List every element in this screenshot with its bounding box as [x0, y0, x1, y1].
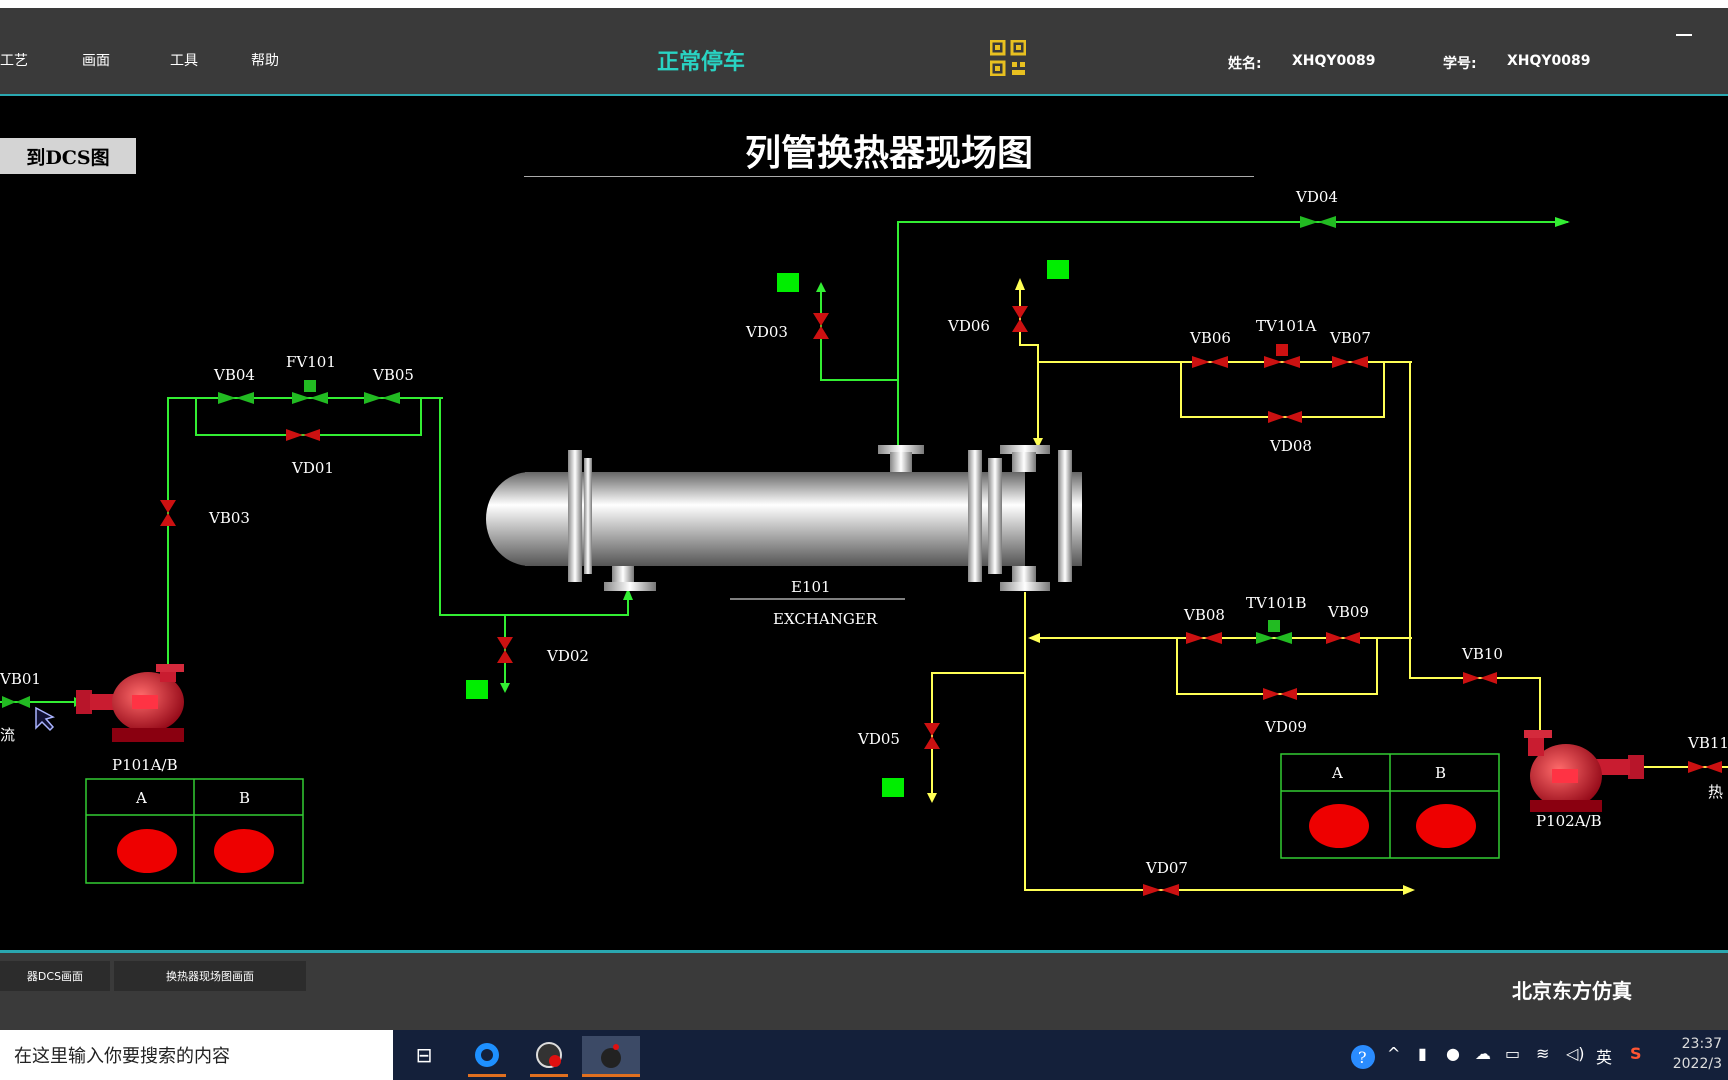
svg-text:?: ?: [1358, 1048, 1367, 1067]
microphone-icon[interactable]: ▮: [1418, 1044, 1427, 1063]
top-menu-bar: 工艺 画面 工具 帮助 正常停车 姓名: XHQY0089 学号: XHQY00…: [0, 0, 1728, 96]
battery-icon[interactable]: ▭: [1505, 1044, 1521, 1063]
qq-icon[interactable]: ●: [1446, 1044, 1460, 1063]
chevron-up-icon[interactable]: ^: [1387, 1044, 1401, 1063]
goto-dcs-button[interactable]: 到DCS图: [0, 138, 136, 174]
process-canvas: [0, 96, 1728, 950]
run-status: 正常停车: [657, 50, 746, 75]
task-view-icon[interactable]: ⊟: [415, 1043, 433, 1067]
app-recorder-icon[interactable]: [530, 1036, 568, 1077]
help-icon[interactable]: ?: [1350, 1044, 1376, 1074]
name-value: XHQY0089: [1292, 53, 1376, 69]
windows-taskbar: 在这里输入你要搜索的内容 ⊟ ? ^ ▮ ● ☁ ▭ ≋ ◁) 英 S 23:3…: [0, 1030, 1728, 1080]
clock-time: 23:37: [1681, 1036, 1722, 1052]
title-underline: [524, 176, 1254, 177]
volume-icon[interactable]: ◁): [1566, 1044, 1585, 1063]
taskbar-search-box[interactable]: 在这里输入你要搜索的内容: [0, 1030, 393, 1080]
network-error-icon[interactable]: ☁: [1475, 1044, 1491, 1063]
clock-date: 2022/3: [1672, 1056, 1722, 1072]
ime-indicator[interactable]: 英: [1596, 1048, 1613, 1067]
menu-help[interactable]: 帮助: [251, 53, 279, 69]
tab-dcs-screen[interactable]: 器DCS画面: [0, 961, 110, 991]
menu-tools[interactable]: 工具: [170, 53, 198, 69]
tab-field-screen[interactable]: 换热器现场图画面: [114, 961, 306, 991]
menu-screen[interactable]: 画面: [82, 53, 110, 69]
brand-label: 北京东方仿真: [1512, 979, 1632, 1003]
sogou-input-icon[interactable]: S: [1630, 1044, 1642, 1063]
wifi-icon[interactable]: ≋: [1536, 1044, 1550, 1063]
menu-process[interactable]: 工艺: [0, 53, 28, 69]
browser-icon[interactable]: [468, 1036, 506, 1077]
name-label: 姓名:: [1228, 56, 1262, 72]
id-value: XHQY0089: [1507, 53, 1591, 69]
id-label: 学号:: [1443, 56, 1477, 72]
page-title: 列管换热器现场图: [744, 132, 1033, 174]
taskbar-clock[interactable]: 23:37 2022/3: [1673, 1034, 1722, 1074]
qr-code-icon[interactable]: [990, 40, 1026, 76]
app-simulator-icon[interactable]: [582, 1036, 640, 1077]
bottom-bar: 器DCS画面 换热器现场图画面 北京东方仿真: [0, 950, 1728, 1030]
minimize-button[interactable]: [1676, 34, 1692, 36]
